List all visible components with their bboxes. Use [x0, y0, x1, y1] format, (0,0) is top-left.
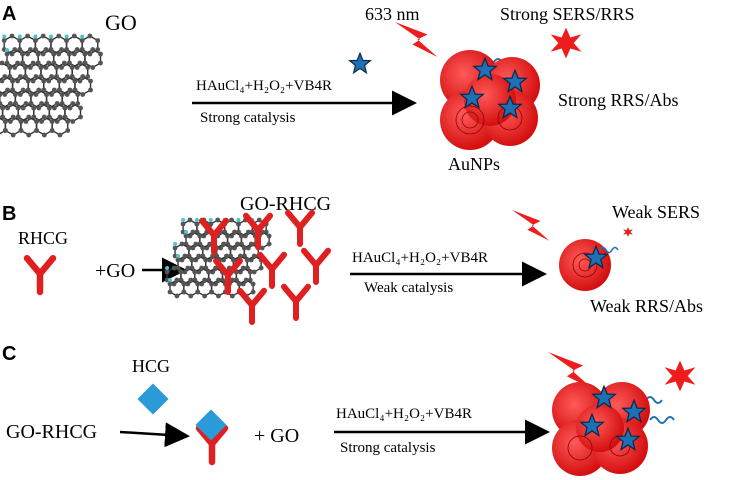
plus-go-c: + GO — [254, 425, 299, 447]
reaction-label-a: HAuCl₄+H₂O₂+VB4R — [196, 78, 332, 94]
go-rhcg-label-c: GO-RHCG — [6, 421, 97, 443]
panel-a-letter: A — [2, 3, 16, 25]
signal-side-a: Strong RRS/Abs — [558, 90, 679, 110]
catalysis-label-c: Strong catalysis — [340, 440, 436, 456]
signal-bottom-b: Weak RRS/Abs — [590, 296, 703, 316]
hcg-antigen-icon — [137, 383, 169, 415]
sers-burst-c-icon — [664, 360, 696, 392]
rhcg-label: RHCG — [18, 228, 68, 248]
bound-antibodies — [202, 213, 328, 322]
weak-wave-icon — [599, 246, 619, 254]
panel-b-letter: B — [2, 203, 16, 225]
sers-burst-icon — [550, 27, 582, 59]
catalysis-label-b: Weak catalysis — [364, 280, 453, 296]
plus-go-b: +GO — [95, 260, 135, 282]
bind-arrow-c — [119, 422, 190, 448]
go-rhcg-label-b: GO-RHCG — [240, 193, 331, 215]
rhcg-antibody-icon — [27, 258, 53, 292]
vb4r-star-icon — [349, 52, 371, 74]
bound-antigen-icon — [195, 409, 227, 441]
panel-c-letter: C — [2, 343, 16, 365]
wavelength-label: 633 nm — [365, 4, 420, 24]
laser-bolt-icon — [395, 22, 438, 57]
signal-top-b: Weak SERS — [612, 202, 700, 222]
aunp-cluster-c — [552, 382, 650, 476]
laser-bolt-b-icon — [512, 210, 550, 241]
aunps-label: AuNPs — [448, 154, 500, 174]
graphene-oxide-sheet — [0, 33, 103, 138]
reaction-label-b: HAuCl₄+H₂O₂+VB4R — [352, 250, 488, 266]
weak-burst-icon — [623, 227, 633, 237]
signal-top-a: Strong SERS/RRS — [500, 4, 635, 24]
aunp-cluster-a — [440, 50, 540, 150]
catalysis-label-a: Strong catalysis — [200, 110, 296, 126]
go-label: GO — [105, 10, 137, 35]
reaction-label-c: HAuCl₄+H₂O₂+VB4R — [336, 406, 472, 422]
hcg-label: HCG — [132, 356, 170, 376]
